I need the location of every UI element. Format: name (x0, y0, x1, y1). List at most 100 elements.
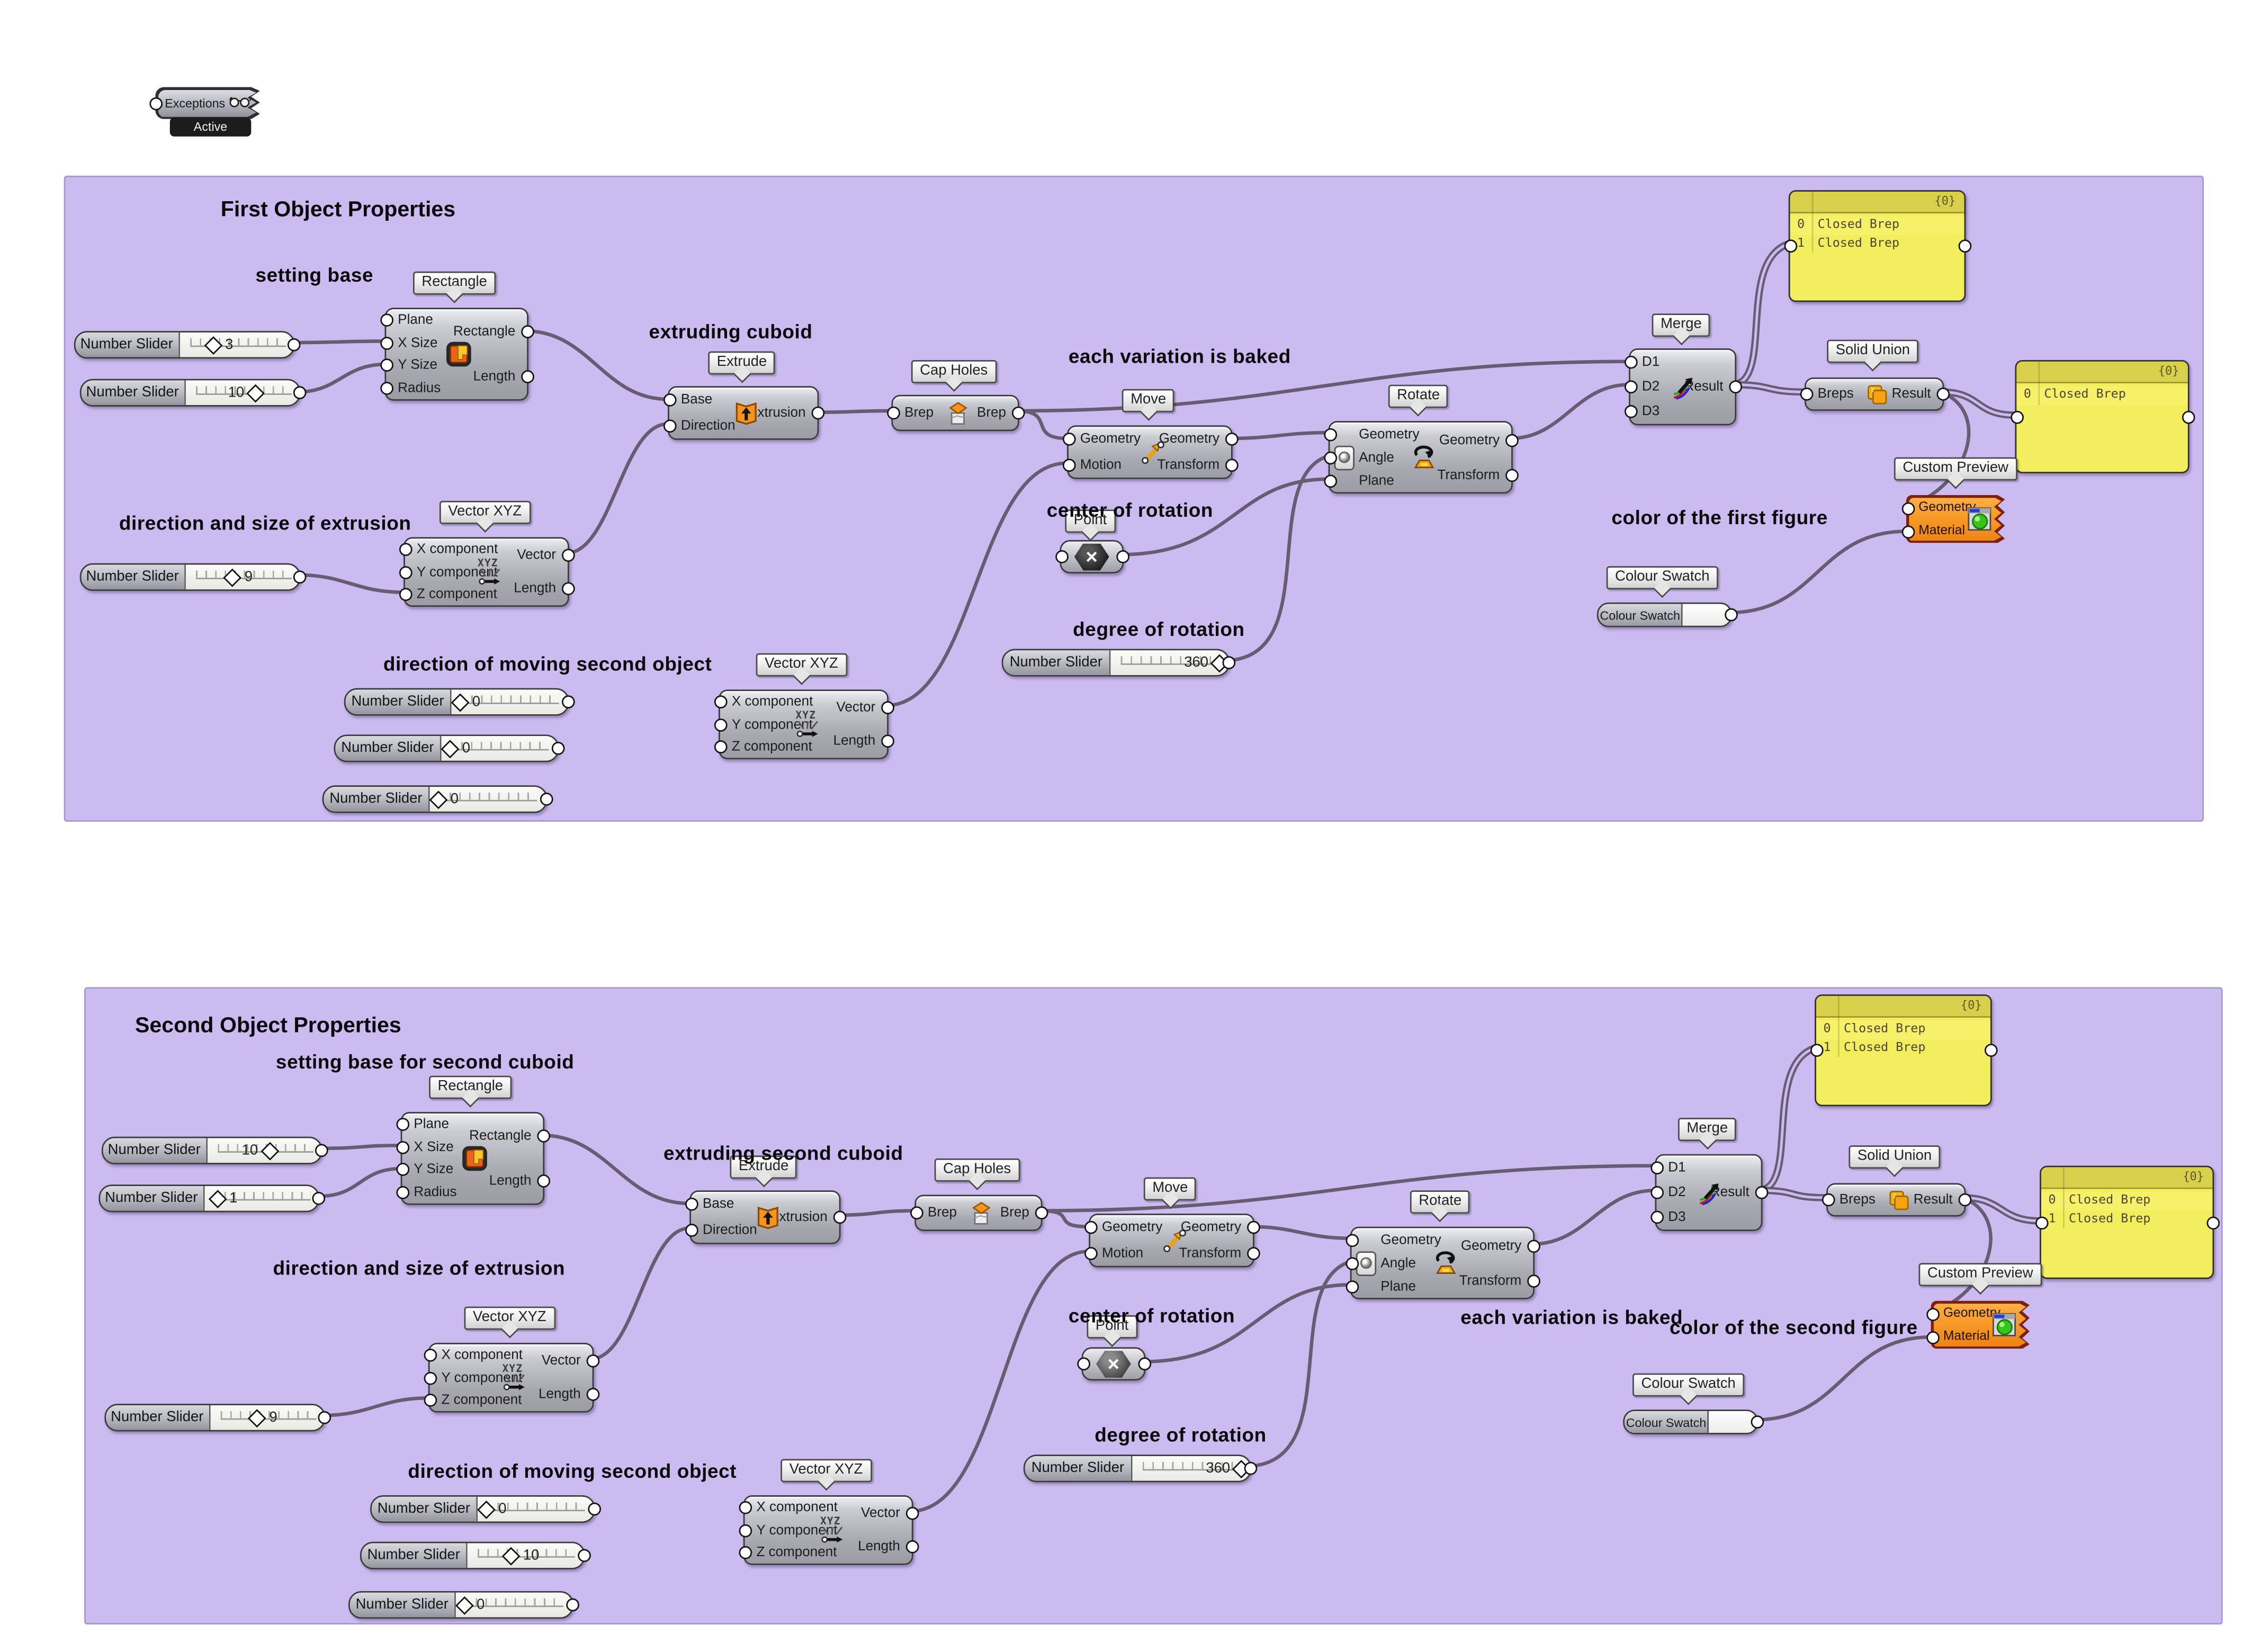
wire-socket[interactable] (423, 1349, 436, 1362)
wire-socket[interactable] (1925, 1307, 1939, 1321)
wire-socket[interactable] (1083, 1246, 1097, 1260)
swatch-color[interactable] (1709, 1411, 1757, 1433)
wire-socket[interactable] (586, 1388, 599, 1401)
input-socket[interactable] (149, 97, 162, 111)
slider-track[interactable]: 9 (185, 564, 299, 590)
wire-socket[interactable] (587, 1502, 600, 1516)
wire-socket[interactable] (551, 742, 564, 755)
active-tab[interactable]: Active (169, 118, 252, 137)
slider-track[interactable]: 0 (451, 689, 568, 714)
wire-socket[interactable] (713, 717, 727, 731)
wire-socket[interactable] (398, 587, 412, 601)
slider-track[interactable]: 360 (1110, 650, 1228, 675)
wire-socket[interactable] (1526, 1273, 1540, 1287)
colour-swatch-component[interactable]: Colour Swatch (1596, 602, 1732, 627)
swatch-color[interactable] (1683, 604, 1731, 626)
exceptions-capsule[interactable]: Exceptions (155, 87, 259, 119)
wire-socket[interactable] (2206, 1216, 2219, 1229)
wire-socket[interactable] (738, 1501, 751, 1515)
slider-track[interactable]: 10 (185, 380, 299, 405)
wire-socket[interactable] (1224, 458, 1238, 472)
wire-socket[interactable] (396, 1186, 409, 1199)
wire-socket[interactable] (738, 1523, 751, 1537)
wire-socket[interactable] (396, 1118, 409, 1132)
wire-socket[interactable] (905, 1540, 919, 1554)
expand-button[interactable] (1356, 1251, 1377, 1276)
wire-socket[interactable] (880, 734, 894, 748)
slider-track[interactable]: 9 (210, 1405, 324, 1430)
slider-track[interactable]: 0 (455, 1592, 572, 1618)
wire-socket[interactable] (684, 1223, 698, 1237)
wire-socket[interactable] (565, 1598, 579, 1612)
point-parameter[interactable]: ✕ (1081, 1347, 1146, 1381)
wire-socket[interactable] (539, 792, 553, 806)
wire-socket[interactable] (423, 1371, 436, 1385)
wire-socket[interactable] (713, 695, 727, 709)
wire-socket[interactable] (1984, 1044, 1997, 1057)
slider-track[interactable]: 0 (477, 1496, 594, 1522)
slider-track[interactable]: 10 (207, 1138, 321, 1163)
slider-track[interactable]: 10 (467, 1543, 584, 1568)
wire-socket[interactable] (1246, 1246, 1260, 1260)
wire-socket[interactable] (1901, 501, 1914, 515)
wire-socket[interactable] (561, 695, 575, 708)
wire-socket[interactable] (713, 740, 727, 753)
wire-socket[interactable] (1958, 239, 1971, 253)
wire-socket[interactable] (423, 1393, 436, 1407)
point-parameter[interactable]: ✕ (1060, 540, 1124, 573)
wire-socket[interactable] (662, 419, 676, 433)
wire-socket[interactable] (738, 1546, 751, 1559)
slider-track[interactable]: 1 (204, 1186, 318, 1211)
wire-socket[interactable] (286, 338, 300, 352)
exceptions-component[interactable]: Exceptions Active (149, 87, 259, 137)
slider-track[interactable]: 0 (441, 736, 558, 761)
wire-socket[interactable] (2181, 410, 2195, 424)
wire-socket[interactable] (379, 336, 393, 350)
wire-socket[interactable] (577, 1549, 590, 1563)
wire-socket[interactable] (561, 582, 575, 596)
expand-button[interactable] (1334, 445, 1355, 471)
wire-socket[interactable] (379, 313, 393, 327)
slider-track[interactable]: 0 (429, 787, 546, 812)
wire-socket[interactable] (1062, 458, 1075, 472)
wire-socket[interactable] (396, 1141, 409, 1154)
wire-socket[interactable] (379, 381, 393, 395)
wire-socket[interactable] (1504, 468, 1518, 481)
slider-track[interactable]: 3 (179, 332, 293, 357)
